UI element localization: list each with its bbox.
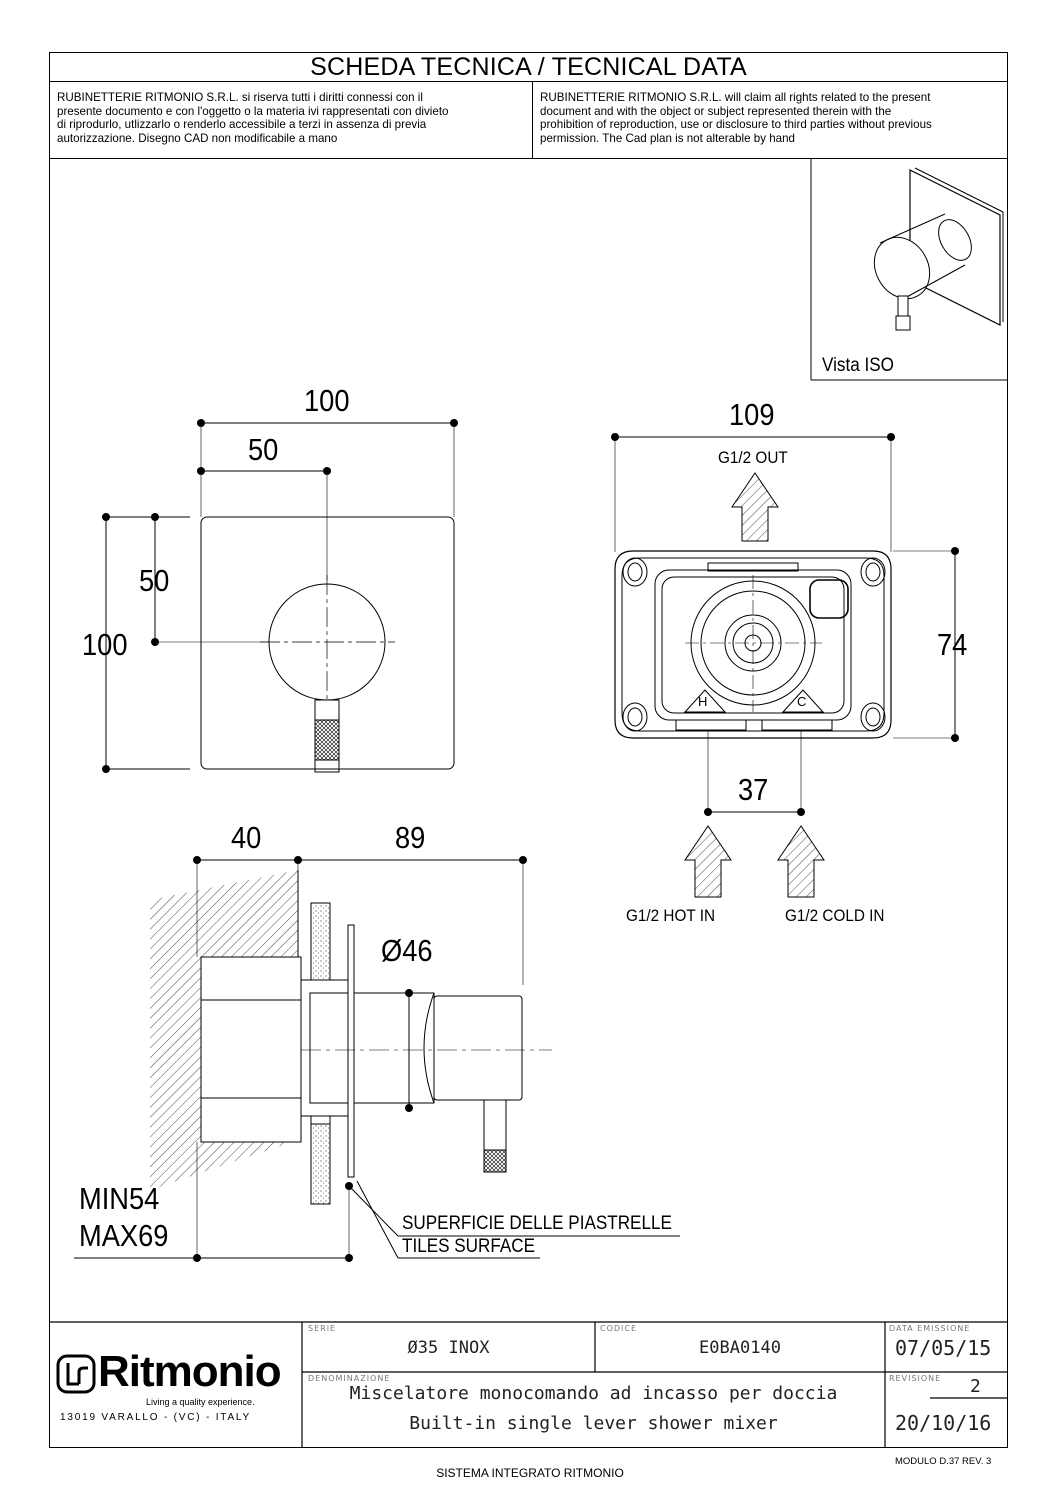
data-emissione-caption: DATA EMISSIONE — [889, 1324, 971, 1333]
sheet-title: SCHEDA TECNICA / TECNICAL DATA — [310, 53, 747, 81]
modulo-label: MODULO D.37 REV. 3 — [895, 1456, 992, 1467]
title-divider — [49, 81, 1008, 82]
legal-divider — [532, 81, 533, 158]
tiles-surface-italian: SUPERFICIE DELLE PIASTRELLE — [402, 1213, 672, 1234]
back-view — [614, 436, 956, 898]
tiles-surface-english: TILES SURFACE — [402, 1236, 536, 1257]
dim-diameter: Ø46 — [381, 933, 433, 968]
iso-view-box — [810, 158, 1008, 381]
dim-min-depth: MIN54 — [79, 1181, 160, 1216]
cold-marker: C — [797, 694, 807, 709]
outlet-label: G1/2 OUT — [718, 448, 788, 467]
cold-inlet-label: G1/2 COLD IN — [785, 906, 885, 925]
dim-front-half-height: 50 — [139, 563, 170, 598]
side-view — [74, 859, 680, 1259]
drawing-frame — [49, 52, 1008, 1448]
hot-inlet-label: G1/2 HOT IN — [626, 906, 716, 925]
dim-front-height: 100 — [82, 627, 128, 662]
dim-inlet-spacing: 37 — [738, 772, 769, 807]
brand-name: Ritmonio — [98, 1347, 282, 1396]
header-divider — [49, 158, 1008, 159]
serie-caption: SERIE — [308, 1324, 337, 1333]
system-label: SISTEMA INTEGRATO RITMONIO — [436, 1466, 624, 1480]
codice-value: E0BA0140 — [699, 1338, 781, 1358]
data-emissione-value: 07/05/15 — [895, 1336, 992, 1360]
revisione-date: 20/10/16 — [895, 1411, 992, 1435]
revisione-value: 2 — [970, 1376, 981, 1397]
revisione-caption: REVISIONE — [889, 1374, 942, 1383]
dim-back-height: 74 — [937, 627, 968, 662]
dim-front-width: 100 — [304, 383, 350, 418]
hot-marker: H — [698, 694, 708, 709]
iso-view-label: Vista ISO — [822, 355, 894, 376]
brand-address: 13019 VARALLO - (VC) - ITALY — [60, 1412, 252, 1423]
product-name-italian: Miscelatore monocomando ad incasso per d… — [349, 1383, 838, 1404]
codice-caption: CODICE — [600, 1324, 638, 1333]
title-block-lines — [49, 1321, 1008, 1448]
brand-tagline: Living a quality experience. — [146, 1397, 255, 1407]
legal-text-italian: RUBINETTERIE RITMONIO S.R.L. si riserva … — [57, 91, 449, 145]
dim-outer-depth: 89 — [395, 820, 426, 855]
dim-front-half-width: 50 — [248, 432, 279, 467]
legal-text-english: RUBINETTERIE RITMONIO S.R.L. will claim … — [540, 91, 932, 145]
serie-value: Ø35 INOX — [407, 1338, 490, 1358]
dim-max-depth: MAX69 — [79, 1218, 169, 1253]
product-name-english: Built-in single lever shower mixer — [409, 1413, 778, 1434]
denominazione-caption: DENOMINAZIONE — [308, 1374, 391, 1383]
dim-wall-depth: 40 — [231, 820, 262, 855]
dim-back-width: 109 — [729, 397, 775, 432]
ritmonio-logo-mark — [56, 1354, 96, 1394]
